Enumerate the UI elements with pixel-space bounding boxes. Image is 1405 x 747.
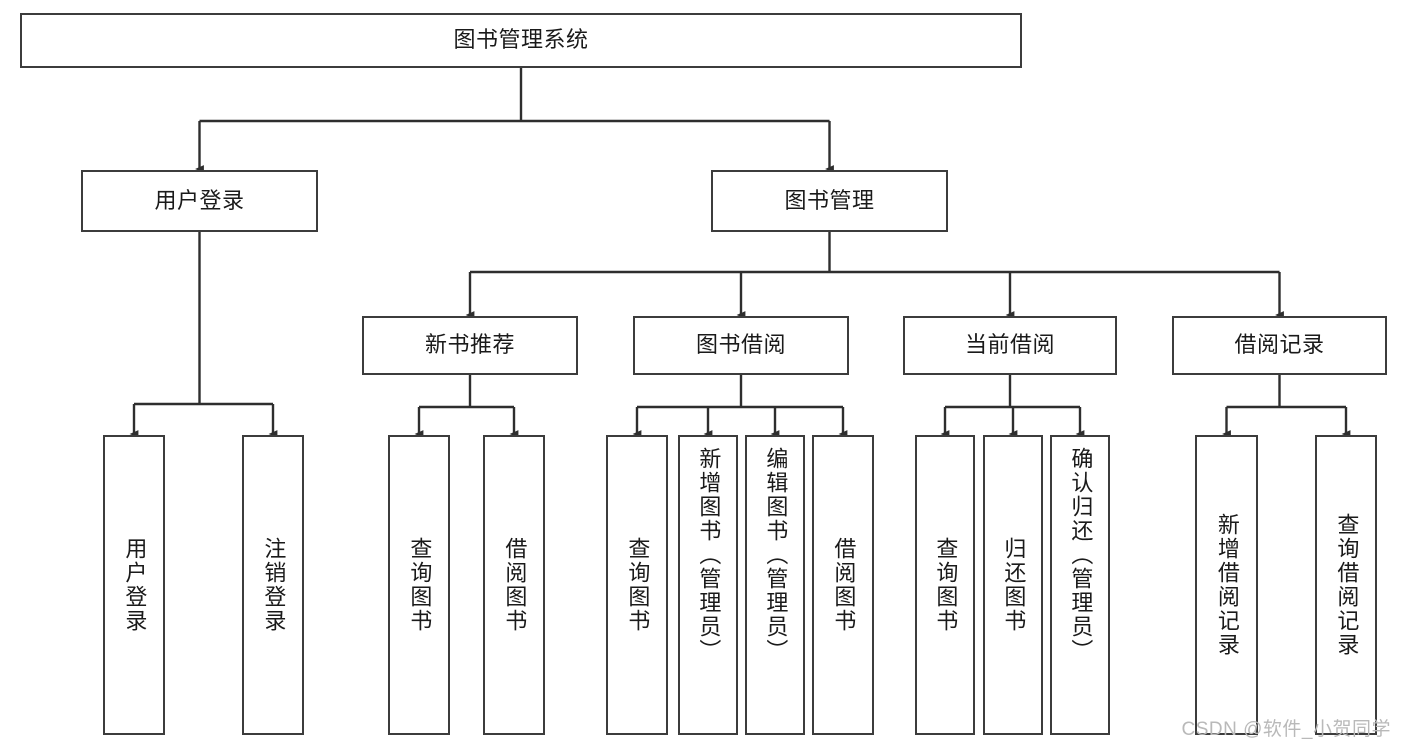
watermark-text: CSDN @软件_小贺同学 xyxy=(1181,719,1391,740)
node-label: 用户登录 xyxy=(122,537,148,633)
node-label: 新增图书（管理员） xyxy=(696,447,722,663)
node-user-login[interactable]: 用户登录 xyxy=(81,170,318,232)
node-leaf-query-book-rec[interactable]: 查询图书 xyxy=(388,435,450,735)
node-leaf-query-borrow-record[interactable]: 查询借阅记录 xyxy=(1315,435,1377,735)
node-label: 查询图书 xyxy=(625,537,651,633)
node-label: 用户登录 xyxy=(154,187,245,213)
node-label: 图书借阅 xyxy=(695,332,786,358)
node-label: 借阅图书 xyxy=(831,537,857,633)
node-label: 查询图书 xyxy=(407,537,433,633)
node-root[interactable]: 图书管理系统 xyxy=(20,13,1022,68)
node-leaf-borrow-book-rec[interactable]: 借阅图书 xyxy=(483,435,545,735)
node-leaf-edit-book-admin[interactable]: 编辑图书（管理员） xyxy=(745,435,805,735)
node-book-borrow[interactable]: 图书借阅 xyxy=(633,316,849,375)
node-leaf-query-book-cur[interactable]: 查询图书 xyxy=(915,435,975,735)
node-label: 新增借阅记录 xyxy=(1214,513,1240,657)
node-label: 编辑图书（管理员） xyxy=(763,447,789,663)
node-leaf-user-logout[interactable]: 注销登录 xyxy=(242,435,304,735)
node-label: 注销登录 xyxy=(261,537,287,633)
node-leaf-query-book[interactable]: 查询图书 xyxy=(606,435,668,735)
node-borrow-record[interactable]: 借阅记录 xyxy=(1172,316,1387,375)
node-leaf-user-login[interactable]: 用户登录 xyxy=(103,435,165,735)
node-label: 查询图书 xyxy=(933,537,959,633)
node-book-manage[interactable]: 图书管理 xyxy=(711,170,948,232)
node-label: 归还图书 xyxy=(1001,537,1027,633)
node-label: 新书推荐 xyxy=(424,332,515,358)
node-label: 查询借阅记录 xyxy=(1334,513,1360,657)
node-new-book-recommend[interactable]: 新书推荐 xyxy=(362,316,578,375)
node-label: 当前借阅 xyxy=(964,332,1055,358)
node-leaf-add-borrow-record[interactable]: 新增借阅记录 xyxy=(1195,435,1258,735)
node-label: 借阅图书 xyxy=(502,537,528,633)
node-leaf-add-book-admin[interactable]: 新增图书（管理员） xyxy=(678,435,738,735)
node-leaf-return-book[interactable]: 归还图书 xyxy=(983,435,1043,735)
node-leaf-confirm-return-admin[interactable]: 确认归还（管理员） xyxy=(1050,435,1110,735)
node-label: 图书管理系统 xyxy=(453,27,589,53)
node-label: 确认归还（管理员） xyxy=(1068,447,1094,663)
node-leaf-borrow-book[interactable]: 借阅图书 xyxy=(812,435,874,735)
node-current-borrow[interactable]: 当前借阅 xyxy=(903,316,1117,375)
node-label: 图书管理 xyxy=(784,187,875,213)
node-label: 借阅记录 xyxy=(1234,332,1325,358)
